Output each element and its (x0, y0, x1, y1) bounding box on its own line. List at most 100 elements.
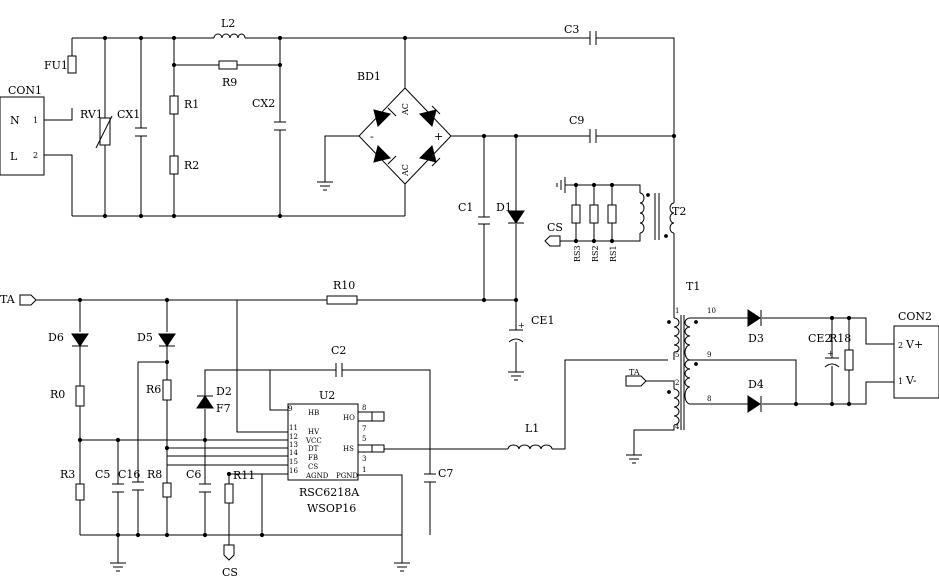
t1-pin9: 9 (707, 351, 711, 359)
c5-label: C5 (95, 468, 110, 481)
f7-label: F7 (216, 402, 231, 415)
c9-label: C9 (569, 114, 584, 127)
capacitor-c2: C2 (331, 344, 346, 377)
ta-label-left: TA (0, 293, 16, 306)
ce1-label: CE1 (531, 314, 554, 327)
u2-pin-vcc: VCC (305, 437, 322, 445)
t1-pin1: 1 (675, 307, 679, 315)
bd1-plus: + (434, 130, 443, 143)
d1-label: D1 (496, 201, 512, 214)
c16-label: C16 (118, 468, 140, 481)
bd1-ac-top: AC (401, 103, 410, 116)
con1-pin-l: L (10, 150, 18, 163)
electrolytic-capacitor-ce2: + CE2 (808, 332, 840, 368)
con1-label: CON1 (8, 84, 42, 97)
ic-output-blocks (371, 411, 385, 453)
resistor-r10: R10 (326, 279, 358, 305)
t1-pin10: 10 (707, 307, 716, 315)
d3-label: D3 (748, 332, 764, 345)
bd1-label: BD1 (357, 70, 381, 83)
resistor-r9: R9 (218, 60, 238, 89)
c6-label: C6 (186, 468, 201, 481)
diode-d3: D3 (747, 309, 764, 345)
cs-label-top: CS (547, 221, 563, 234)
r9-label: R9 (222, 76, 237, 89)
u2-pin-pgnd: PGND (336, 472, 358, 480)
cs-port-top: CS (544, 221, 563, 247)
rs3-label: RS3 (573, 245, 582, 262)
u2-pin3-num: 3 (362, 455, 366, 463)
cx1-label: CX1 (117, 108, 140, 121)
t2-label: T2 (672, 205, 686, 218)
capacitor-c9: C9 (569, 114, 597, 143)
bridge-rectifier-bd1: AC AC - + BD1 (357, 70, 452, 185)
u2-pin-ho: HO (343, 414, 355, 422)
diode-d1: D1 (496, 201, 525, 224)
con2-label: CON2 (898, 310, 932, 323)
ce2-label: CE2 (808, 332, 831, 345)
r0-label: R0 (50, 388, 65, 401)
diode-d4: D4 (747, 378, 764, 413)
con2-vplus: V+ (905, 338, 923, 351)
ce2-plus: + (827, 349, 834, 358)
u2-package: WSOP16 (307, 502, 356, 515)
u2-pin-dt: DT (308, 445, 319, 453)
r1-label: R1 (184, 98, 199, 111)
capacitor-c6: C6 (186, 468, 211, 493)
ta-port-right: TA (625, 368, 647, 387)
t1-pin2: 2 (675, 379, 679, 387)
d5-label: D5 (137, 331, 153, 344)
t1-pin5: 5 (675, 351, 679, 359)
ta-port-left: TA (0, 293, 37, 306)
u2-pin15-num: 15 (289, 458, 298, 466)
c3-label: C3 (564, 23, 579, 36)
capacitor-c1: C1 (458, 201, 490, 225)
resistor-r2: R2 (169, 155, 199, 175)
transformer-t2: T2 (639, 192, 686, 240)
diode-d5: D5 (137, 331, 176, 347)
r2-label: R2 (184, 159, 199, 172)
r6-label: R6 (146, 383, 161, 396)
u2-pin-fb: FB (308, 454, 318, 462)
t1-pin4: 4 (675, 423, 680, 431)
capacitor-c16: C16 (118, 468, 144, 491)
r11-label: R11 (233, 469, 255, 482)
u2-pin16-num: 16 (289, 467, 298, 475)
resistor-rs1: RS1 (607, 204, 618, 262)
r3-label: R3 (60, 468, 75, 481)
capacitor-c5: C5 (95, 468, 124, 493)
c7-label: C7 (438, 467, 453, 480)
inductor-l2: L2 (213, 17, 246, 39)
cs-port-bottom: CS (222, 544, 238, 579)
con2-vminus: V- (905, 374, 917, 387)
fuse-fu1: FU1 (44, 55, 77, 74)
rs1-label: RS1 (609, 245, 618, 262)
u2-label: U2 (319, 389, 335, 402)
d6-label: D6 (48, 331, 64, 344)
cs-label-bottom: CS (222, 566, 238, 579)
con1-pin-n: N (10, 114, 20, 127)
capacitor-c3: C3 (564, 23, 597, 45)
ce1-plus: + (518, 321, 525, 330)
u2-pin-agnd: AGND (305, 472, 329, 480)
d4-label: D4 (748, 378, 764, 391)
capacitor-cx2: CX2 (252, 97, 286, 131)
bd1-minus: - (370, 130, 374, 143)
u2-pin5-num: 5 (362, 435, 366, 443)
capacitor-c7: C7 (424, 467, 453, 483)
u2-pin13-num: 13 (289, 441, 298, 449)
u2-pin14-num: 14 (289, 449, 298, 457)
con2-pin1-number: 1 (898, 377, 903, 386)
diode-d2: D2 F7 (196, 385, 232, 415)
resistor-r6: R6 (146, 379, 172, 401)
resistor-r18: R18 (829, 332, 854, 371)
wires (36, 37, 894, 563)
l1-label: L1 (525, 422, 539, 435)
u2-pin11-num: 11 (289, 424, 298, 432)
u2-pin1-num: 1 (362, 466, 366, 474)
ground-symbols (110, 177, 642, 572)
resistor-r3: R3 (60, 468, 85, 501)
u2-pin-hb: HB (308, 409, 319, 417)
diode-d6: D6 (48, 331, 89, 347)
